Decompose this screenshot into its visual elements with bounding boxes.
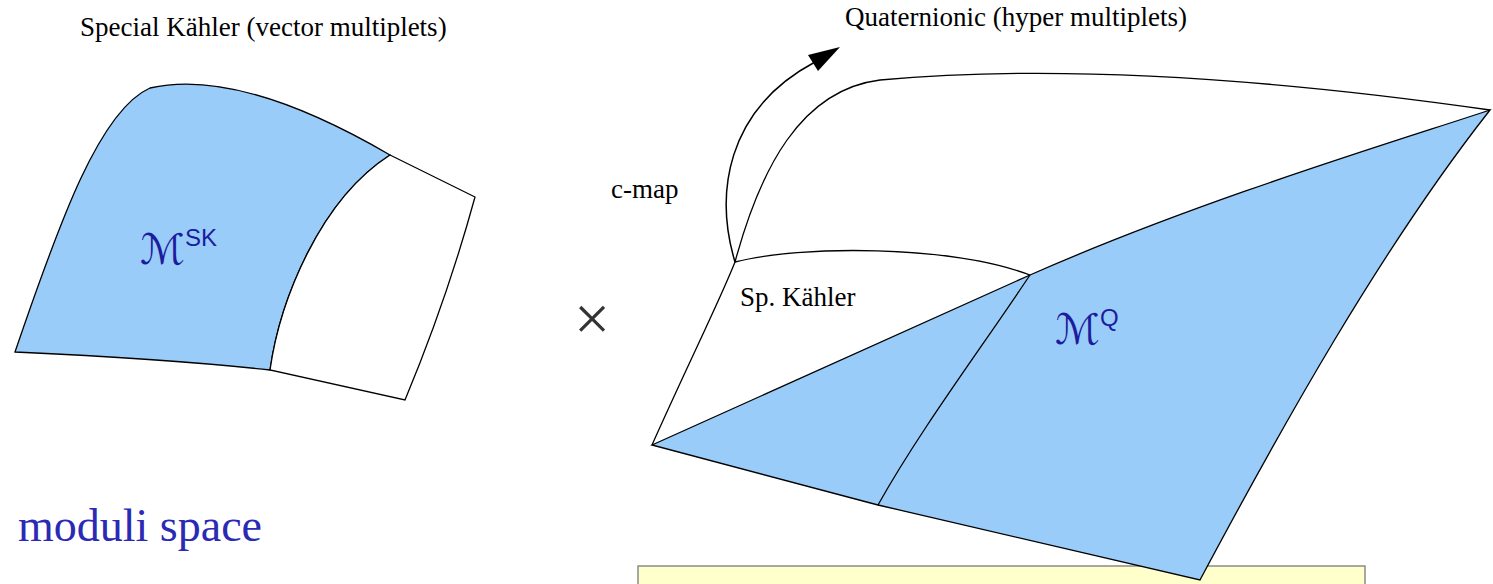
slice-label-region: Sp. Kähler xyxy=(740,278,900,318)
surface-edge xyxy=(652,110,1490,580)
note-box xyxy=(638,566,1365,584)
c-map-arrow xyxy=(726,62,815,262)
manifold-symbol: ℳQ xyxy=(1055,306,1119,354)
surface-heading: Special Kähler (vector multiplets) xyxy=(80,12,447,43)
surface-outline xyxy=(0,0,490,420)
surface-heading: Sp. Kähler xyxy=(740,282,855,313)
title-label: moduli space xyxy=(18,500,262,553)
surface-edge xyxy=(735,251,1030,275)
manifold-symbol: ℳSK xyxy=(140,226,217,274)
surface-edge xyxy=(652,73,1490,445)
surface-edge xyxy=(270,155,475,400)
quaternionic-surface: Quaternionic (hyper multiplets) ℳQ Sp. Käh… xyxy=(600,0,1493,584)
surface-heading: Quaternionic (hyper multiplets) xyxy=(845,2,1187,33)
moduli-surface: Special Kähler (vector multiplets) ℳSK xyxy=(0,0,490,420)
product-sign: × xyxy=(574,282,610,356)
surface-outline xyxy=(600,0,1493,584)
map-label: c-map xyxy=(611,174,678,205)
surface-edge xyxy=(878,275,1030,505)
arrow-head xyxy=(808,47,840,71)
